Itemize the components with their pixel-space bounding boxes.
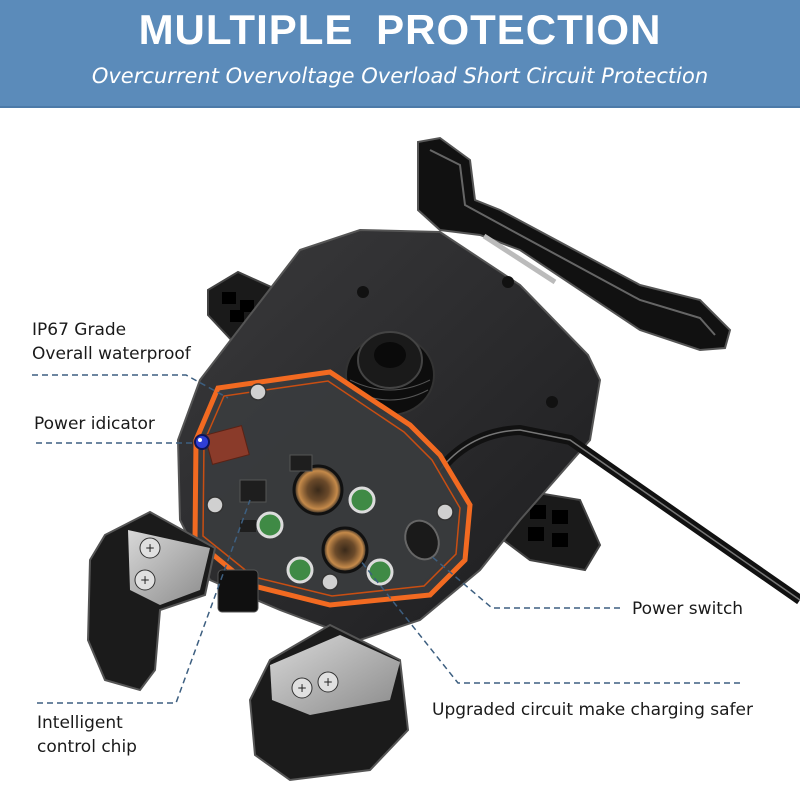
svg-text:+: + [297,681,307,695]
clamp-foot-left: + + [86,510,259,692]
callout-waterproof: IP67 Grade Overall waterproof [32,318,191,366]
svg-text:+: + [145,541,155,555]
leader-lines [32,374,740,704]
banner-subtitle: Overcurrent Overvoltage Overload Short C… [91,64,709,88]
mount-post [345,331,435,416]
callout-power-indicator: Power idicator [34,414,155,434]
callout-waterproof-line2: Overall waterproof [32,344,191,364]
callout-waterproof-line1: IP67 Grade [32,320,127,340]
leader-waterproof [32,374,229,399]
leader-upgraded-circuit [359,559,740,684]
callout-control-chip-line2: control chip [37,737,137,757]
clamp-foot-bottom: + + [248,623,410,782]
banner-title: MULTIPLE PROTECTION [138,6,662,53]
power-cable [436,424,800,605]
callout-upgraded-circuit: Upgraded circuit make charging safer [432,700,753,720]
header-banner: MULTIPLE PROTECTION Overcurrent Overvolt… [0,0,800,108]
circuit-board [192,369,473,608]
leader-control-chip [37,499,251,704]
svg-text:+: + [323,675,333,689]
leader-power-switch [429,554,620,609]
callout-power-switch: Power switch [632,599,744,619]
power-indicator-led [194,434,210,450]
callout-control-chip-line1: Intelligent [37,713,123,733]
callout-control-chip: Intelligent control chip [37,711,137,759]
svg-text:+: + [140,573,150,587]
top-clamp-arm [417,136,732,352]
